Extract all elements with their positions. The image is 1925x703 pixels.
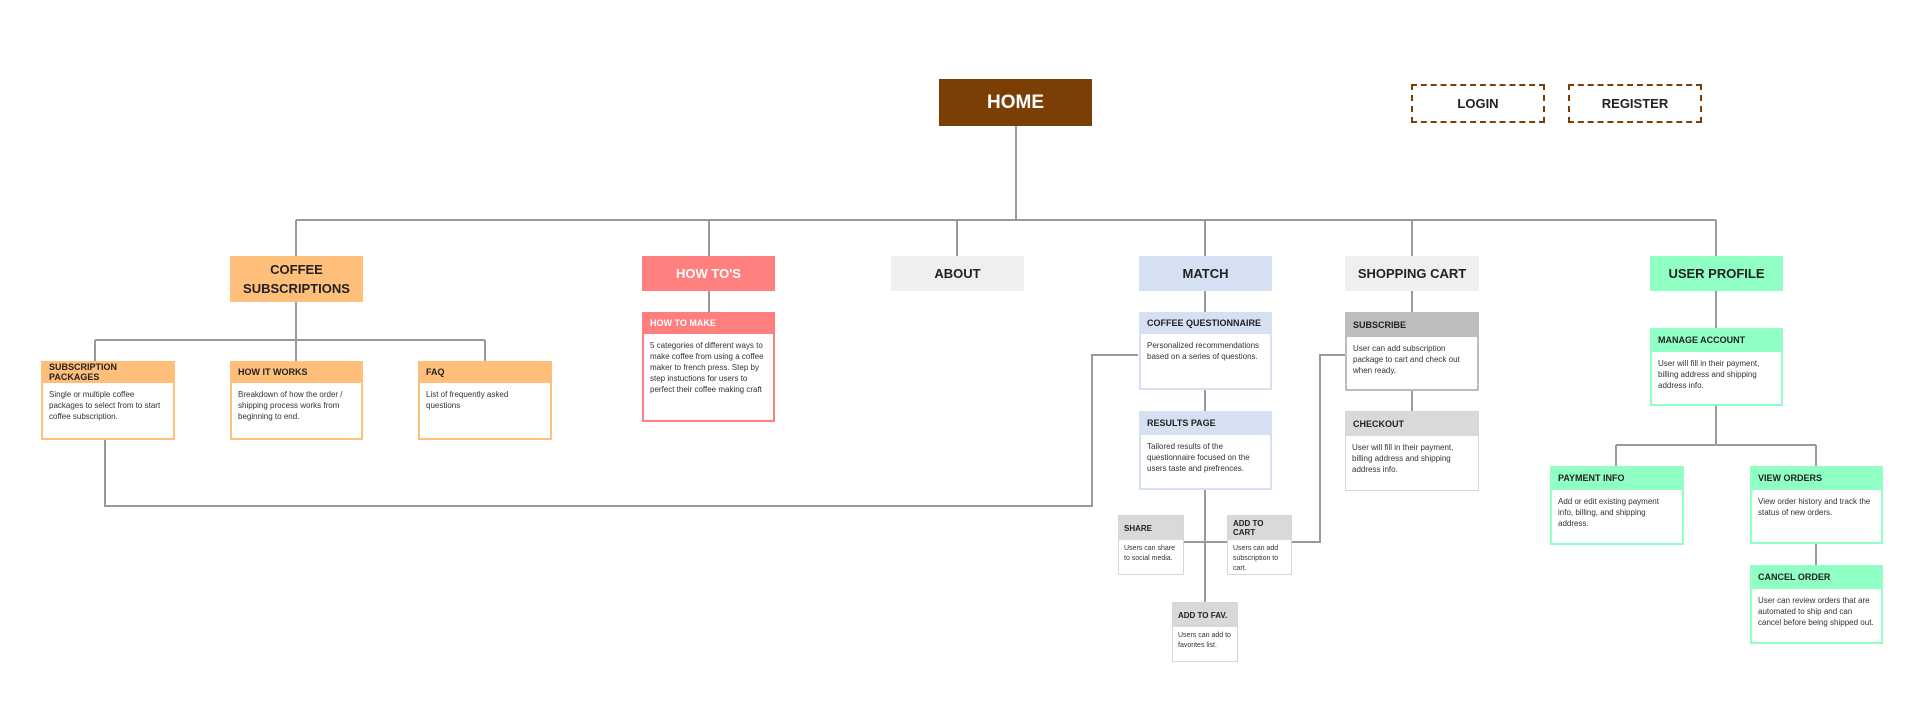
how-it-works-card[interactable]: HOW IT WORKS Breakdown of how the order … — [230, 361, 363, 440]
cancel-order-card[interactable]: CANCEL ORDER User can review orders that… — [1750, 565, 1883, 644]
card-body: User will fill in their payment, billing… — [1352, 443, 1454, 474]
manage-account-card[interactable]: MANAGE ACCOUNT User will fill in their p… — [1650, 328, 1783, 406]
how-to-make-card[interactable]: HOW TO MAKE 5 categories of different wa… — [642, 312, 775, 422]
card-body: Users can share to social media. — [1124, 545, 1175, 562]
view-orders-card[interactable]: VIEW ORDERS View order history and track… — [1750, 466, 1883, 544]
card-body: List of frequently asked questions — [426, 390, 509, 410]
card-title: FAQ — [418, 361, 552, 383]
match-node[interactable]: MATCH — [1139, 256, 1272, 291]
card-title: PAYMENT INFO — [1550, 466, 1684, 490]
login-node[interactable]: LOGIN — [1411, 84, 1545, 123]
user-profile-node[interactable]: USER PROFILE — [1650, 256, 1783, 291]
coffee-subscriptions-node[interactable]: COFFEE SUBSCRIPTIONS — [230, 256, 363, 302]
card-body: Breakdown of how the order / shipping pr… — [238, 390, 343, 421]
card-title: VIEW ORDERS — [1750, 466, 1883, 490]
about-node[interactable]: ABOUT — [891, 256, 1024, 291]
card-title: SHARE — [1119, 516, 1183, 540]
card-body: Add or edit existing payment info, billi… — [1558, 497, 1659, 528]
card-body: 5 categories of different ways to make c… — [650, 341, 764, 394]
card-body: View order history and track the status … — [1758, 497, 1871, 517]
payment-info-card[interactable]: PAYMENT INFO Add or edit existing paymen… — [1550, 466, 1684, 545]
home-node[interactable]: HOME — [939, 79, 1092, 126]
checkout-card[interactable]: CHECKOUT User will fill in their payment… — [1345, 411, 1479, 491]
card-title: CHECKOUT — [1346, 412, 1478, 436]
card-body: Users can add to favorites list. — [1178, 632, 1231, 649]
subscribe-card[interactable]: SUBSCRIBE User can add subscription pack… — [1345, 312, 1479, 391]
card-title: HOW IT WORKS — [230, 361, 363, 383]
results-page-card[interactable]: RESULTS PAGE Tailored results of the que… — [1139, 411, 1272, 490]
card-title: MANAGE ACCOUNT — [1650, 328, 1783, 352]
card-body: Tailored results of the questionnaire fo… — [1147, 442, 1250, 473]
share-card[interactable]: SHARE Users can share to social media. — [1118, 515, 1184, 575]
card-title: HOW TO MAKE — [642, 312, 775, 334]
card-title: COFFEE QUESTIONNAIRE — [1139, 312, 1272, 334]
card-body: User will fill in their payment, billing… — [1658, 359, 1760, 390]
register-node[interactable]: REGISTER — [1568, 84, 1702, 123]
card-body: User can review orders that are automate… — [1758, 596, 1874, 627]
card-title: RESULTS PAGE — [1139, 411, 1272, 435]
add-to-fav-card[interactable]: ADD TO FAV. Users can add to favorites l… — [1172, 602, 1238, 662]
card-title: SUBSCRIBE — [1345, 312, 1479, 337]
faq-card[interactable]: FAQ List of frequently asked questions — [418, 361, 552, 440]
card-body: Users can add subscription to cart. — [1233, 545, 1279, 572]
add-to-cart-card[interactable]: ADD TO CART Users can add subscription t… — [1227, 515, 1292, 575]
card-body: Personalized recommendations based on a … — [1147, 341, 1260, 361]
card-title: SUBSCRIPTION PACKAGES — [41, 361, 175, 383]
card-body: Single or multiple coffee packages to se… — [49, 390, 161, 421]
card-title: CANCEL ORDER — [1750, 565, 1883, 589]
coffee-questionnaire-card[interactable]: COFFEE QUESTIONNAIRE Personalized recomm… — [1139, 312, 1272, 390]
subscription-packages-card[interactable]: SUBSCRIPTION PACKAGES Single or multiple… — [41, 361, 175, 440]
card-title: ADD TO CART — [1228, 516, 1291, 540]
card-body: User can add subscription package to car… — [1353, 344, 1460, 375]
card-title: ADD TO FAV. — [1173, 603, 1237, 627]
how-tos-node[interactable]: HOW TO'S — [642, 256, 775, 291]
shopping-cart-node[interactable]: SHOPPING CART — [1345, 256, 1479, 291]
